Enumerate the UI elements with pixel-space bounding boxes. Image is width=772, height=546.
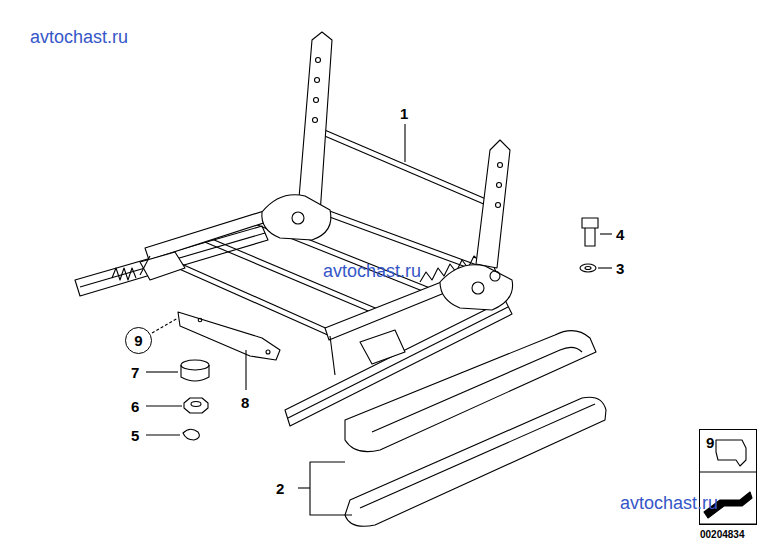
callout-number: 7 [131,365,139,380]
callout-number: 5 [131,428,139,443]
callout-circle: 9 [125,327,152,354]
callout-number: 1 [400,106,408,121]
drawing-code: 00204834 [700,530,745,540]
callout-number: 6 [131,399,139,414]
watermark: avtochast.ru [620,494,718,512]
watermark: avtochast.ru [30,28,128,46]
callout-number: 4 [616,227,624,242]
watermark: avtochast.ru [323,262,421,280]
callout-number: 2 [276,481,284,496]
callout-number: 8 [241,395,249,410]
callout-number: 9 [706,434,714,451]
callout-number: 3 [616,261,624,276]
callout-number: 9 [134,333,142,348]
